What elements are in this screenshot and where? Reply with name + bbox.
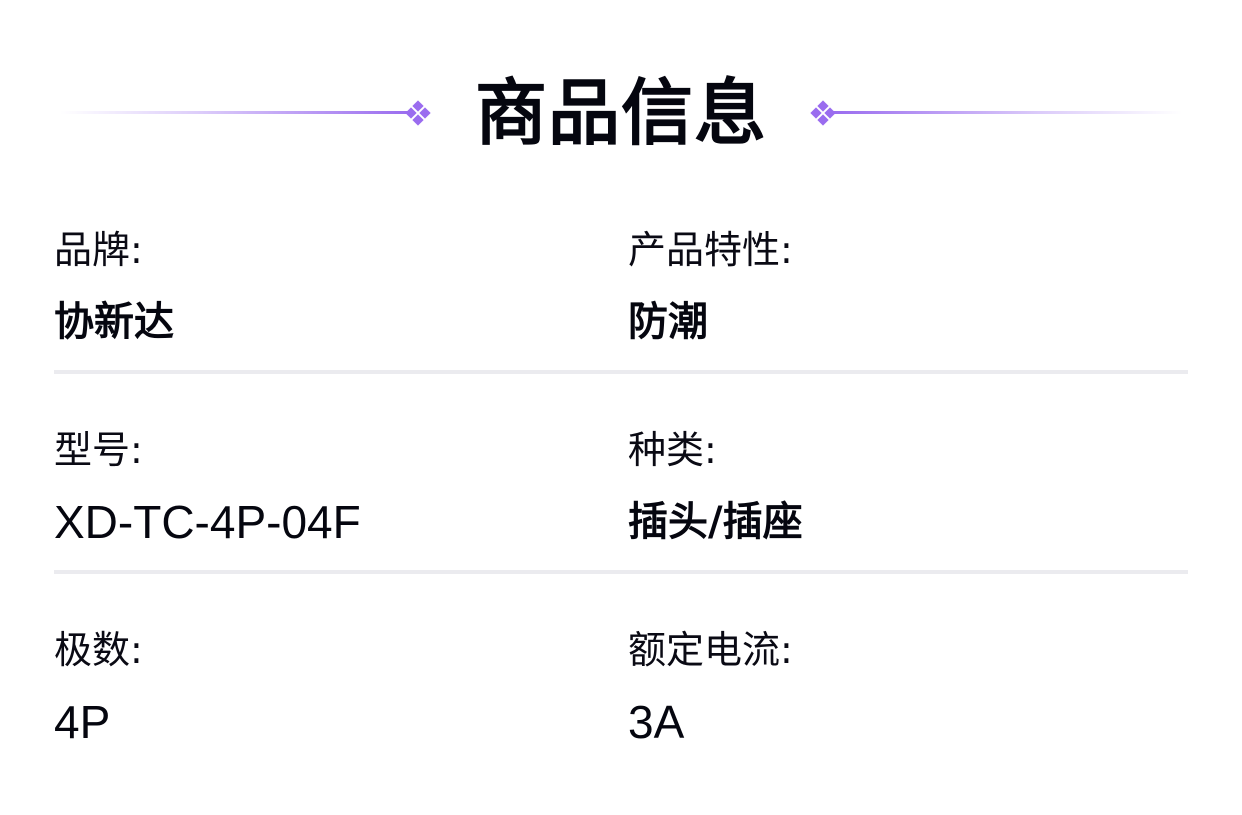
- spec-label: 型号:: [54, 428, 143, 472]
- section-header: 商品信息: [0, 60, 1242, 170]
- spec-value: 插头/插座: [628, 499, 803, 545]
- row-divider: [54, 570, 1188, 574]
- spec-item-model: 型号: XD-TC-4P-04F: [54, 420, 361, 552]
- header-line-left: [60, 111, 410, 114]
- spec-item-rated-current: 额定电流: 3A: [628, 620, 793, 752]
- row-divider: [54, 370, 1188, 374]
- spec-value: 协新达: [54, 299, 174, 345]
- spec-value: XD-TC-4P-04F: [54, 496, 361, 548]
- spec-item-poles: 极数: 4P: [54, 620, 143, 752]
- spec-value: 4P: [54, 696, 111, 748]
- spec-label: 产品特性:: [628, 228, 793, 272]
- spec-grid: 品牌: 协新达 产品特性: 防潮 型号: XD-TC-4P-04F 种类: 插头…: [54, 220, 1188, 800]
- spec-label: 种类:: [628, 428, 717, 472]
- spec-item-type: 种类: 插头/插座: [628, 420, 803, 552]
- spec-value: 防潮: [628, 299, 708, 345]
- header-line-right: [832, 111, 1182, 114]
- section-title: 商品信息: [474, 71, 767, 155]
- spec-row: 型号: XD-TC-4P-04F 种类: 插头/插座: [54, 420, 1188, 620]
- spec-row: 极数: 4P 额定电流: 3A: [54, 620, 1188, 800]
- spec-row: 品牌: 协新达 产品特性: 防潮: [54, 220, 1188, 420]
- spec-label: 极数:: [54, 628, 143, 672]
- spec-label: 额定电流:: [628, 628, 793, 672]
- spec-label: 品牌:: [54, 228, 143, 272]
- spec-item-feature: 产品特性: 防潮: [628, 220, 793, 352]
- spec-item-brand: 品牌: 协新达: [54, 220, 174, 352]
- spec-value: 3A: [628, 696, 685, 748]
